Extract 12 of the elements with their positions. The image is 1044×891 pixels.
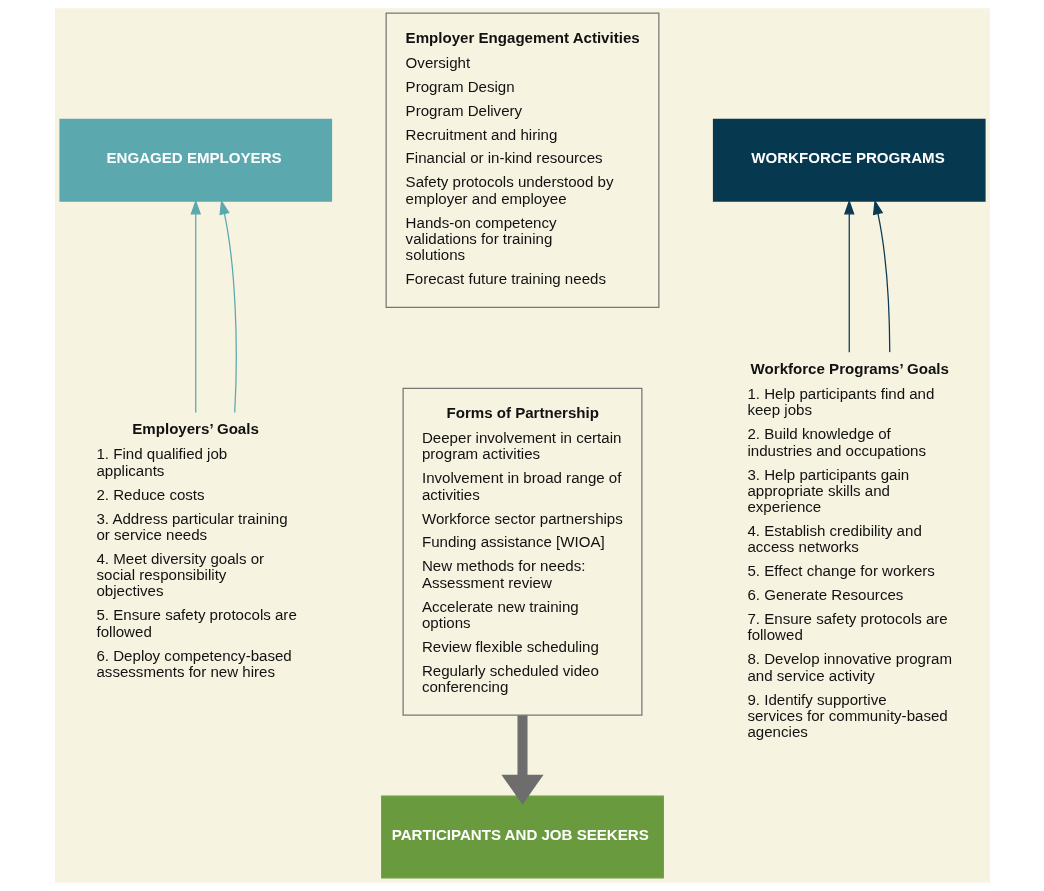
arrow <box>500 715 544 805</box>
node-text: Workforce Programs’ Goals 1. Help participants find and keep jobs 2. Build knowledge of industries and occupations 3. Help participants gain appropriate skills and experience 4. Establish credibility and access networks 5. Effect change for workers 6. Generate Resources 7. Ensure safety protocols are followed 8. Develop innovative program and service activity 9. Identify supportive services for community-based agencies <box>746 359 952 741</box>
node-box: Forms of Partnership Deeper involvement in certain program activities Involvement in broad range of activities Workforce sector partnerships Funding assistance [WIOA] New methods for needs: Assessment review Accelerate new training options Review flexible scheduling Regularly scheduled video conferencing <box>402 387 642 716</box>
node-box: Employer Engagement Activities Oversight Program Design Program Delivery Recruitment and hiring Financial or in-kind resources Safety protocols understood by employer and employee Hands-on competency validations for training solutions Forecast future training needs <box>385 12 659 308</box>
arrow <box>189 199 201 414</box>
node-box: WORKFORCE PROGRAMS <box>712 118 986 202</box>
node-text: Employers’ Goals 1. Find qualified job applicants 2. Reduce costs 3. Address particular training or service needs 4. Meet diversity goals or social responsibility objectives 5. Ensure safety protocols are followed 6. Deploy competency-based assessments for new hires <box>95 420 297 680</box>
arrow <box>843 199 855 353</box>
node-box: ENGAGED EMPLOYERS <box>58 118 332 202</box>
node-box: PARTICIPANTS AND JOB SEEKERS <box>380 795 664 879</box>
arrow <box>218 199 237 414</box>
arrow <box>872 199 890 353</box>
